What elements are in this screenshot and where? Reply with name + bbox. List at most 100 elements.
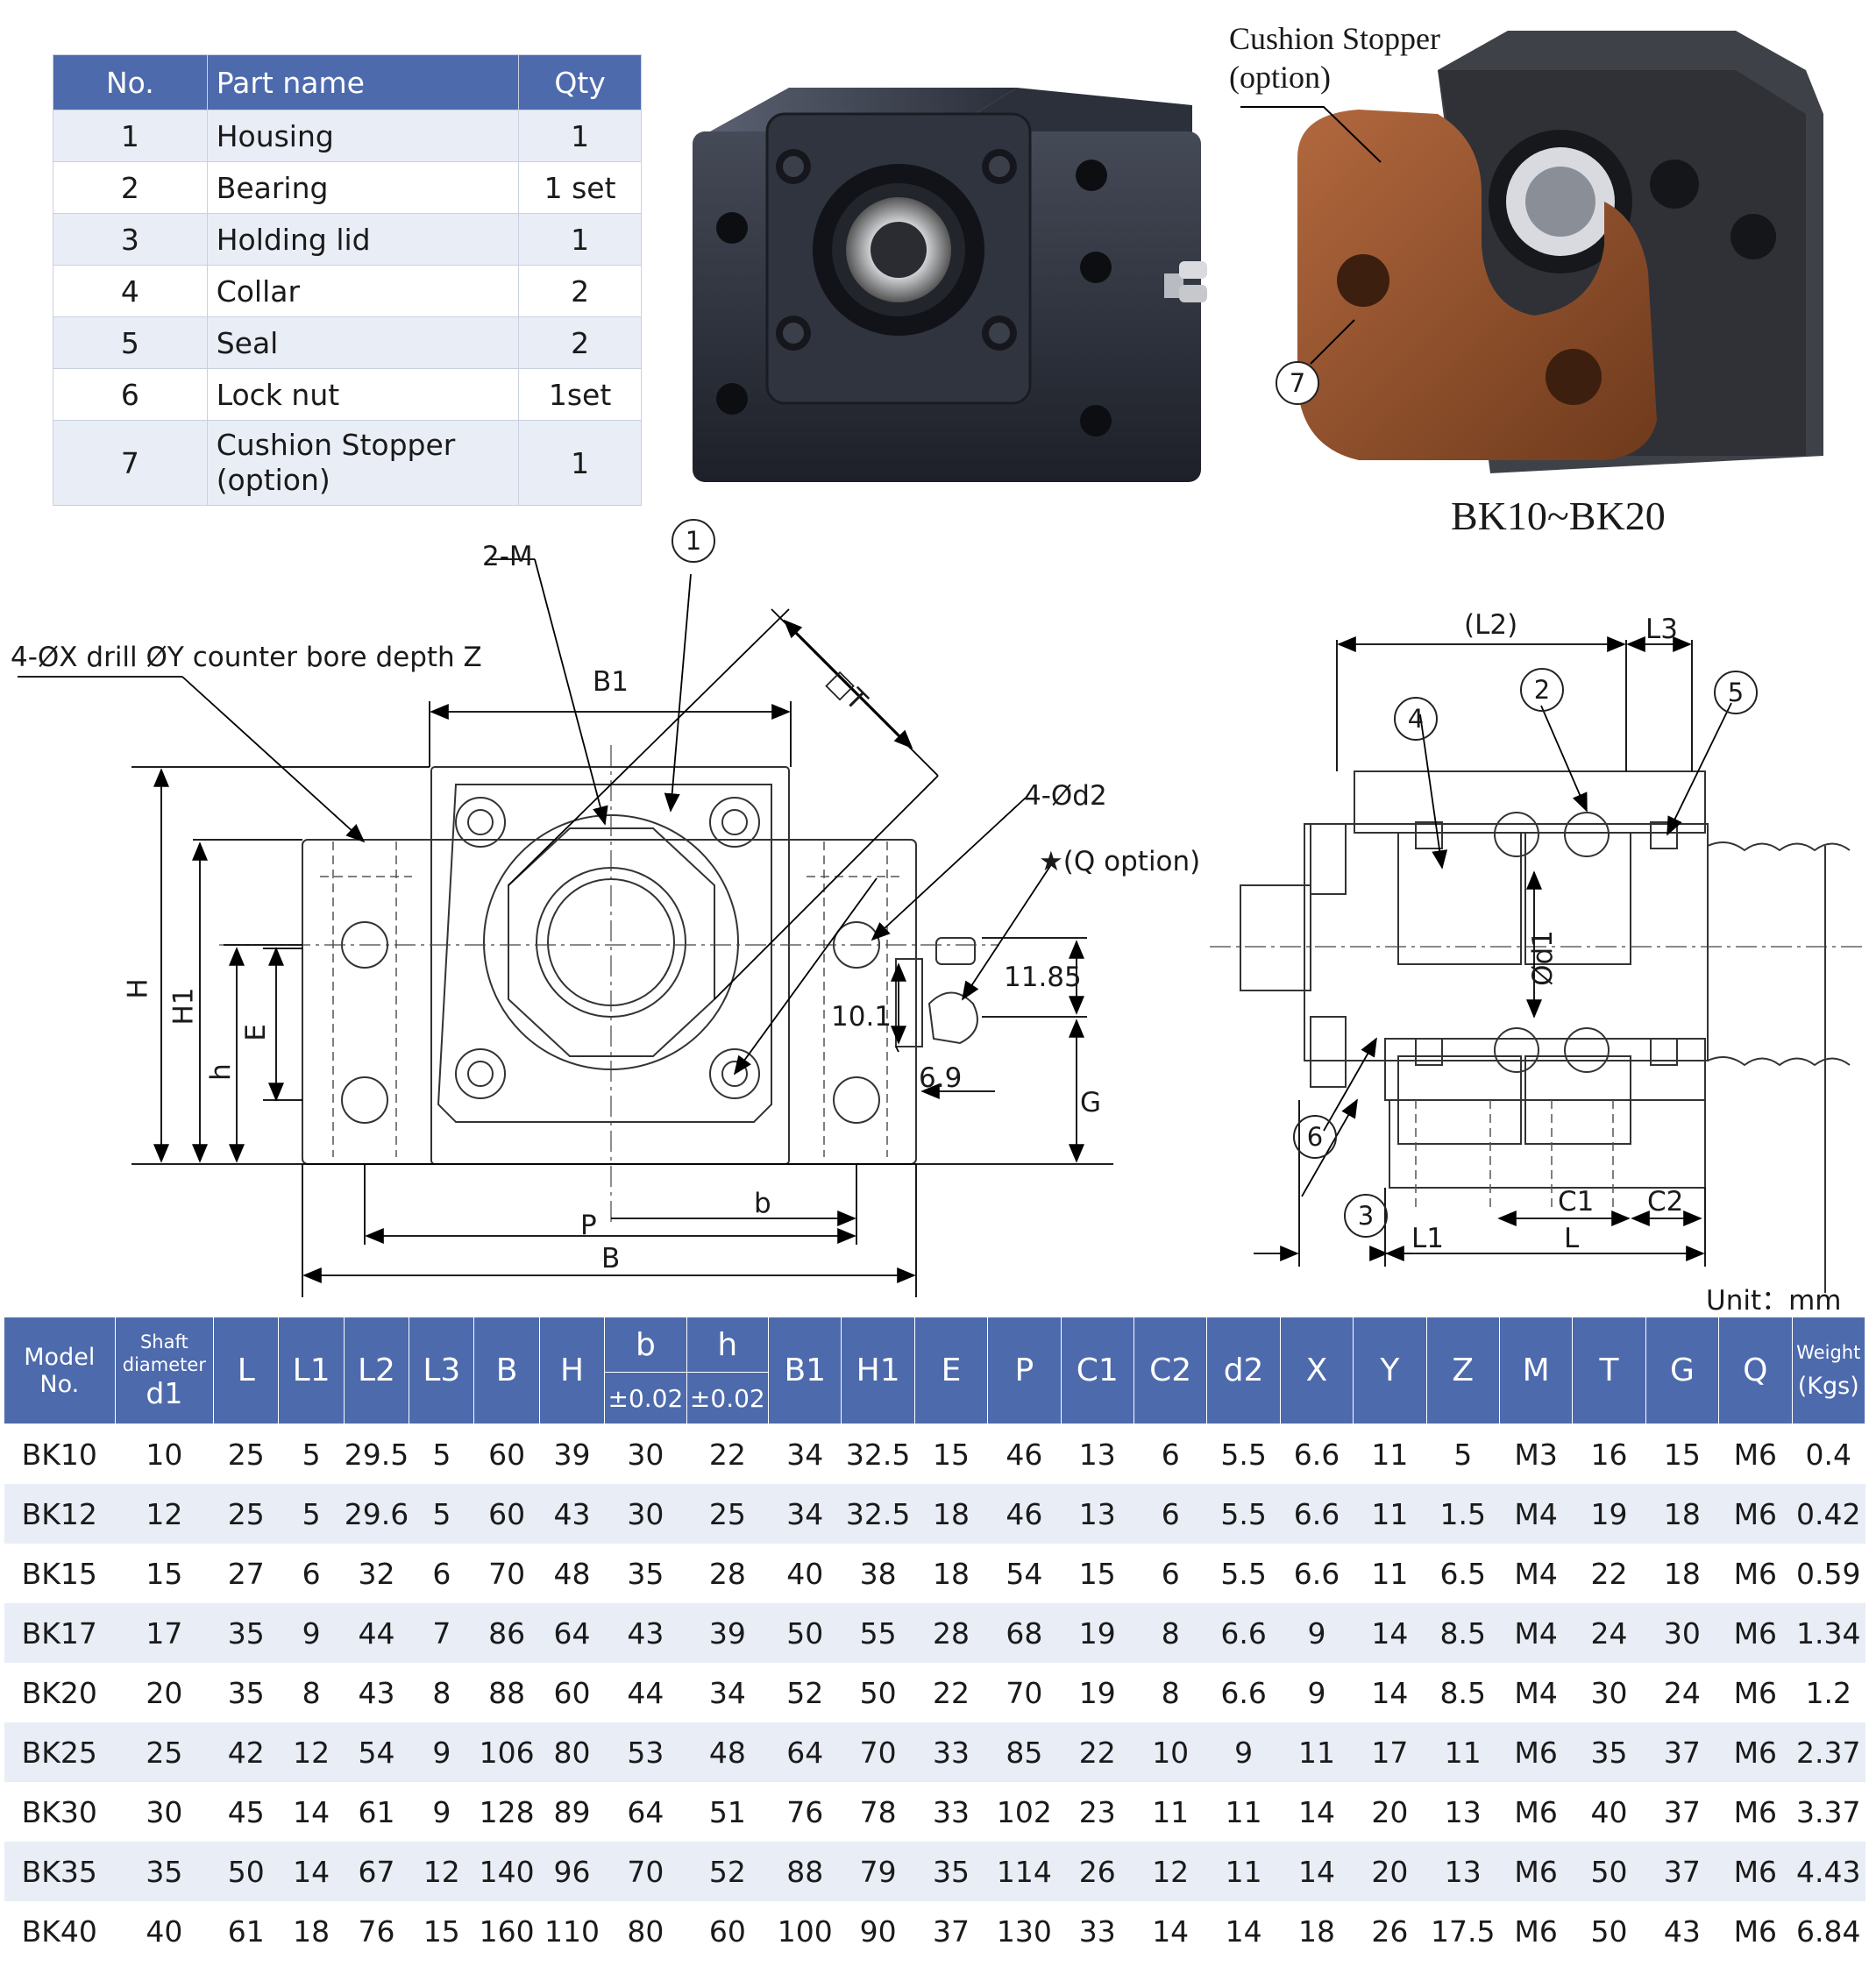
spec-cell: 6.5 (1439, 1556, 1486, 1591)
part-number-1-circle: 1 (672, 519, 715, 563)
spec-cell: 24 (1663, 1675, 1701, 1710)
spec-cell: 46 (1006, 1437, 1043, 1472)
spec-cell: 86 (473, 1603, 540, 1663)
q-option-label: ★(Q option) (1039, 846, 1201, 877)
spec-cell: 19 (1078, 1675, 1116, 1710)
spec-cell: 25 (686, 1484, 769, 1544)
spec-cell: 14 (1280, 1842, 1354, 1901)
part-qty: 2 (518, 316, 642, 369)
model-cell: BK12 (4, 1484, 116, 1544)
spec-cell: 40 (1590, 1794, 1628, 1829)
th-B: B (473, 1317, 540, 1424)
spec-cell: 25 (115, 1722, 214, 1782)
spec-cell: 140 (473, 1842, 540, 1901)
spec-cell: 76 (786, 1794, 824, 1829)
spec-cell: 2.37 (1792, 1722, 1865, 1782)
part-number-3-circle: 3 (1344, 1194, 1388, 1238)
spec-header-row: Model No. Shaft diameter d1 L L1 L2 L3 B… (4, 1317, 1866, 1424)
model-cell: BK25 (4, 1722, 116, 1782)
spec-cell: 13 (1078, 1437, 1116, 1472)
spec-cell: 26 (1371, 1913, 1409, 1949)
spec-cell: 14 (1371, 1675, 1409, 1710)
spec-cell: 35 (1572, 1722, 1646, 1782)
spec-cell: 78 (859, 1794, 897, 1829)
model-range-caption: BK10~BK20 (1451, 493, 1666, 538)
spec-cell: 35 (627, 1556, 664, 1591)
spec-cell: 40 (146, 1913, 183, 1949)
th-L1: L1 (278, 1317, 345, 1424)
spec-cell: 6.6 (1293, 1437, 1340, 1472)
spec-cell: 11 (1225, 1794, 1262, 1829)
spec-cell: 100 (777, 1913, 833, 1949)
spec-cell: M6 (1733, 1675, 1778, 1710)
spec-cell: 106 (473, 1722, 540, 1782)
d1-label: Ød1 (1526, 930, 1559, 986)
spec-cell: 11 (1152, 1794, 1190, 1829)
spec-cell: 22 (1590, 1556, 1628, 1591)
spec-cell: 5 (409, 1484, 474, 1544)
spec-cell: 80 (627, 1913, 664, 1949)
spec-cell: 35 (227, 1675, 265, 1710)
part-number-2-circle: 2 (1520, 668, 1564, 712)
spec-cell: 33 (1078, 1913, 1116, 1949)
th-model: Model No. (4, 1317, 116, 1424)
spec-cell: 20 (1371, 1794, 1409, 1829)
spec-cell: 61 (358, 1794, 395, 1829)
th-H: H (538, 1317, 606, 1424)
spec-cell: 18 (1645, 1484, 1719, 1544)
part-number-4-circle: 4 (1394, 697, 1438, 741)
model-cell: BK35 (4, 1842, 116, 1901)
part-qty: 1 (518, 110, 642, 162)
spec-cell: 9 (1280, 1603, 1354, 1663)
part-no: 4 (53, 265, 208, 317)
spec-cell: 79 (841, 1842, 915, 1901)
spec-cell: 52 (686, 1842, 769, 1901)
spec-cell: 5.5 (1220, 1556, 1267, 1591)
spec-cell: 5 (278, 1484, 345, 1544)
spec-cell: 22 (708, 1437, 746, 1472)
dim-6-9: 6.9 (919, 1062, 963, 1094)
b-upper-label: B (601, 1243, 621, 1274)
housing-photo (693, 88, 1207, 482)
spec-cell: 23 (1078, 1794, 1116, 1829)
spec-cell: 14 (293, 1794, 330, 1829)
part-number-5-circle: 5 (1714, 671, 1758, 714)
spec-cell: 60 (553, 1675, 591, 1710)
spec-cell: 10 (146, 1437, 183, 1472)
spec-cell: 11 (1371, 1437, 1409, 1472)
cushion-stopper-photo (1297, 31, 1823, 473)
th-T: T (1572, 1317, 1646, 1424)
spec-cell: 12 (278, 1722, 345, 1782)
spec-cell: M4 (1514, 1675, 1558, 1710)
spec-cell: 90 (859, 1913, 897, 1949)
spec-cell: 34 (708, 1675, 746, 1710)
parts-row: 7 Cushion Stopper (option) 1 (53, 420, 642, 506)
spec-cell: 6 (1161, 1556, 1180, 1591)
spec-cell: 102 (996, 1794, 1052, 1829)
spec-cell: 60 (708, 1913, 746, 1949)
th-B1: B1 (768, 1317, 842, 1424)
part-name: Seal (206, 316, 520, 369)
parts-header-qty: Qty (518, 54, 642, 110)
spec-cell: 70 (841, 1722, 915, 1782)
spec-cell: 67 (344, 1842, 409, 1901)
spec-cell: 15 (1078, 1556, 1116, 1591)
spec-cell: 8.5 (1439, 1675, 1486, 1710)
spec-cell: M6 (1718, 1722, 1793, 1782)
l-label: L (1564, 1223, 1580, 1254)
spec-cell: 54 (1006, 1556, 1043, 1591)
spec-cell: 64 (539, 1603, 605, 1663)
spec-cell: 6.6 (1206, 1603, 1281, 1663)
dim-11-85: 11.85 (1004, 962, 1082, 993)
th-b: b (604, 1317, 687, 1373)
spec-cell: 1.5 (1426, 1484, 1500, 1544)
spec-cell: 128 (479, 1794, 535, 1829)
